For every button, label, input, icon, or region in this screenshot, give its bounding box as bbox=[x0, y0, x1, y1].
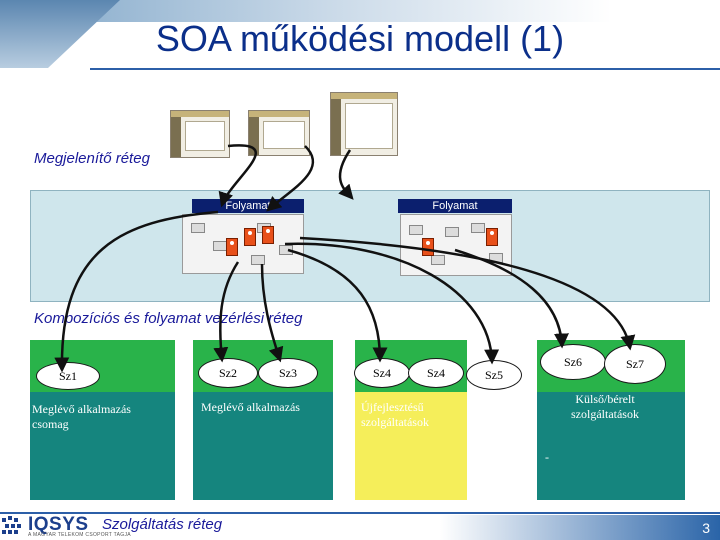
iqsys-logo-icon bbox=[2, 516, 21, 534]
service-oval-sz4-b: Sz4 bbox=[408, 358, 464, 388]
service-group-2-description: Meglévő alkalmazás bbox=[201, 400, 300, 414]
title-divider bbox=[90, 68, 720, 70]
slide-title: SOA működési modell (1) bbox=[155, 18, 565, 59]
service-group-4-description: Külső/bérelt szolgáltatások bbox=[571, 392, 639, 421]
service-oval-sz3: Sz3 bbox=[258, 358, 318, 388]
service-oval-sz1: Sz1 bbox=[36, 362, 100, 390]
iqsys-logo-text: IQSYS bbox=[28, 514, 89, 535]
actor-icon bbox=[226, 238, 238, 256]
ui-screen-thumbnail-3 bbox=[330, 92, 398, 156]
ui-screen-thumbnail-2 bbox=[248, 110, 310, 156]
footer-band bbox=[440, 515, 720, 540]
service-group-3-description: Újfejlesztésű szolgáltatások bbox=[361, 400, 429, 429]
service-oval-sz6: Sz6 bbox=[540, 344, 606, 380]
actor-icon bbox=[422, 238, 434, 256]
presentation-layer-label: Megjelenítő réteg bbox=[34, 150, 150, 167]
actor-icon bbox=[262, 226, 274, 244]
header-band bbox=[0, 0, 720, 22]
process-diagram-1 bbox=[182, 214, 304, 274]
actor-icon bbox=[486, 228, 498, 246]
service-oval-sz5: Sz5 bbox=[466, 360, 522, 390]
actor-icon bbox=[244, 228, 256, 246]
service-oval-sz4-a: Sz4 bbox=[354, 358, 410, 388]
footer-divider bbox=[0, 512, 720, 514]
service-group-4-note: - bbox=[545, 450, 549, 464]
process-layer-band bbox=[30, 190, 710, 302]
service-group-1-description: Meglévő alkalmazás csomag bbox=[32, 402, 131, 431]
iqsys-logo-subtext: A MAGYAR TELEKOM CSOPORT TAGJA bbox=[28, 532, 131, 538]
ui-screen-thumbnail-1 bbox=[170, 110, 230, 158]
process-tab-1: Folyamat bbox=[192, 199, 304, 213]
service-oval-sz7: Sz7 bbox=[604, 344, 666, 384]
service-layer-label: Szolgáltatás réteg bbox=[102, 516, 223, 533]
page-number: 3 bbox=[702, 520, 710, 536]
process-tab-2: Folyamat bbox=[398, 199, 512, 213]
composition-layer-label: Kompozíciós és folyamat vezérlési réteg bbox=[34, 310, 303, 327]
service-group-external: Külső/bérelt szolgáltatások - bbox=[537, 340, 685, 500]
service-oval-sz2: Sz2 bbox=[198, 358, 258, 388]
